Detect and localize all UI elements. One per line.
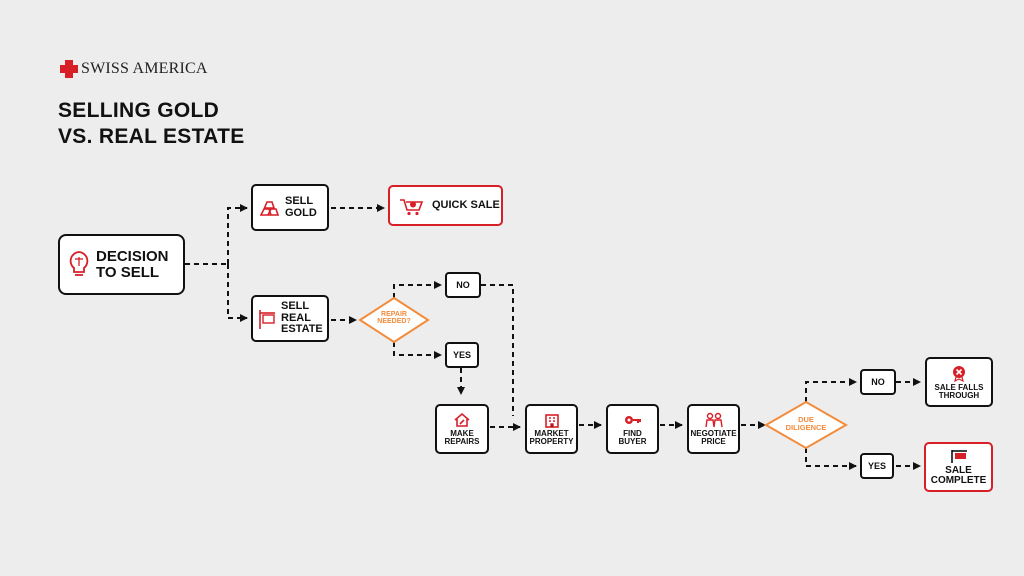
cancel-badge-icon — [953, 365, 965, 382]
quick-sale-label: QUICK SALE — [432, 198, 500, 211]
sell-gold-label: SELL GOLD — [285, 194, 317, 219]
due-diligence-diamond — [763, 400, 849, 450]
yes-repair-label: YES — [452, 350, 471, 360]
make-repairs-node: MAKE REPAIRS — [435, 404, 489, 454]
key-icon — [624, 415, 641, 424]
repair-needed-label: REPAIR NEEDED? — [377, 311, 411, 326]
find-buyer-node: FIND BUYER — [606, 404, 659, 454]
quick-sale-node: QUICK SALE — [388, 185, 503, 226]
gold-bars-icon — [259, 200, 280, 216]
due-diligence-label: DUE DILIGENCE — [785, 415, 827, 432]
decision-to-sell-node: DECISION TO SELL — [58, 234, 185, 295]
decision-to-sell-label: DECISION TO SELL — [96, 247, 169, 281]
sell-real-estate-label: SELL REAL ESTATE — [281, 300, 323, 336]
no-diligence-node: NO — [860, 369, 896, 395]
brand-logo: SWISS AMERICA — [60, 60, 208, 78]
connector-diligence-to-no — [805, 378, 857, 402]
sell-gold-node: SELL GOLD — [251, 184, 329, 231]
no-diligence-label: NO — [871, 377, 885, 387]
connector-diligence-to-yes — [805, 448, 857, 470]
market-property-label: MARKET PROPERTY — [529, 428, 574, 446]
title-line-2: VS. REAL ESTATE — [58, 125, 245, 148]
title-line-1: SELLING GOLD — [58, 99, 220, 122]
yes-diligence-node: YES — [860, 453, 894, 479]
connector-to-sell-gold — [227, 204, 248, 264]
negotiate-price-node: NEGOTIATE PRICE — [687, 404, 740, 454]
brand-name: SWISS AMERICA — [81, 60, 208, 77]
repair-needed-diamond — [358, 296, 430, 344]
connector-to-sell-real-estate — [227, 264, 248, 322]
house-tools-icon — [454, 412, 470, 427]
no-repair-node: NO — [445, 272, 481, 298]
page-title: SELLING GOLD VS. REAL ESTATE — [58, 98, 245, 150]
make-repairs-label: MAKE REPAIRS — [444, 428, 480, 446]
yes-diligence-label: YES — [867, 461, 886, 471]
yes-repair-node: YES — [445, 342, 479, 368]
building-icon — [544, 413, 559, 428]
connector-repair-to-yes — [393, 342, 442, 359]
negotiate-price-label: NEGOTIATE PRICE — [690, 428, 737, 446]
handshake-people-icon — [704, 412, 723, 427]
sale-complete-label: SALE COMPLETE — [930, 464, 987, 486]
sale-complete-node: SALE COMPLETE — [924, 442, 993, 492]
sell-real-estate-node: SELL REAL ESTATE — [251, 295, 329, 342]
shopping-cart-icon — [400, 198, 424, 215]
connector-repair-to-no — [393, 281, 442, 298]
market-property-node: MARKET PROPERTY — [525, 404, 578, 454]
sold-sign-icon — [950, 449, 967, 463]
sale-falls-through-label: SALE FALLS THROUGH — [934, 382, 984, 400]
swiss-cross-logo-icon — [60, 60, 78, 78]
for-sale-sign-icon — [259, 309, 275, 329]
find-buyer-label: FIND BUYER — [618, 428, 647, 446]
lightbulb-scale-icon — [69, 250, 89, 276]
connector-no-to-market — [481, 284, 514, 416]
no-repair-label: NO — [456, 280, 470, 290]
sale-falls-through-node: SALE FALLS THROUGH — [925, 357, 993, 407]
